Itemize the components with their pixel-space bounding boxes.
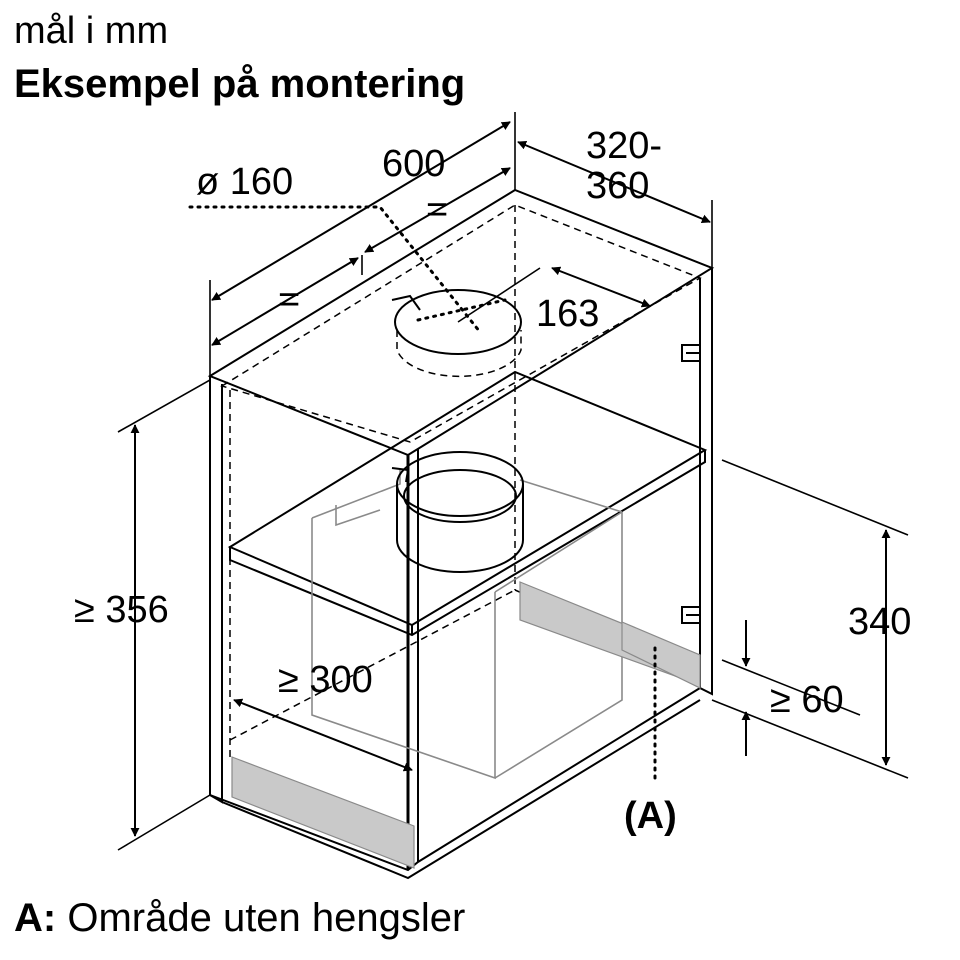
dim-inner-depth-label: ≥ 300 <box>278 659 373 701</box>
cabinet-top-panel <box>207 188 715 457</box>
legend-key: A: <box>14 896 57 940</box>
hinge-lower <box>681 606 701 624</box>
diagram-title: Eksempel på montering <box>14 62 466 106</box>
zone-a-front <box>231 756 415 869</box>
dim-duct-diameter-label: ø 160 <box>196 161 293 203</box>
legend: A: Område uten hengsler <box>14 898 465 938</box>
dim-hood-height: 340 <box>711 459 911 779</box>
dim-width-label: 600 <box>382 143 445 185</box>
dim-hood-height-label: 340 <box>848 601 911 643</box>
dim-depth-line2: 360 <box>586 165 649 207</box>
dim-width: 600 = = <box>209 112 516 376</box>
duct-shelf <box>391 451 524 573</box>
dim-bottom-clearance: ≥ 60 <box>721 620 861 756</box>
dim-equal-left: = <box>278 279 300 321</box>
dim-depth: 320- 360 <box>517 125 713 268</box>
legend-text: Område uten hengsler <box>67 896 466 940</box>
dim-inner-depth: ≥ 300 <box>233 659 413 772</box>
dim-bottom-clearance-label: ≥ 60 <box>770 679 844 721</box>
hinge-upper <box>681 344 701 362</box>
zone-a-label: (A) <box>624 795 677 837</box>
cabinet-right-side <box>699 268 713 696</box>
zone-a-side <box>621 621 701 689</box>
dim-duct-offset: 163 <box>457 266 651 335</box>
shelf <box>227 370 708 637</box>
cabinet-top-inner <box>220 204 702 443</box>
units-note: mål i mm <box>14 10 169 52</box>
cabinet-left-side <box>209 376 223 804</box>
dim-depth-line1: 320- <box>586 125 662 167</box>
dim-duct-diameter: ø 160 <box>188 161 507 334</box>
zone-a-marker: (A) <box>624 646 677 837</box>
dim-equal-top: = <box>426 189 448 231</box>
dim-inner-height: ≥ 356 <box>74 379 211 851</box>
dim-duct-offset-label: 163 <box>536 293 599 335</box>
dim-inner-height-label: ≥ 356 <box>74 589 169 631</box>
